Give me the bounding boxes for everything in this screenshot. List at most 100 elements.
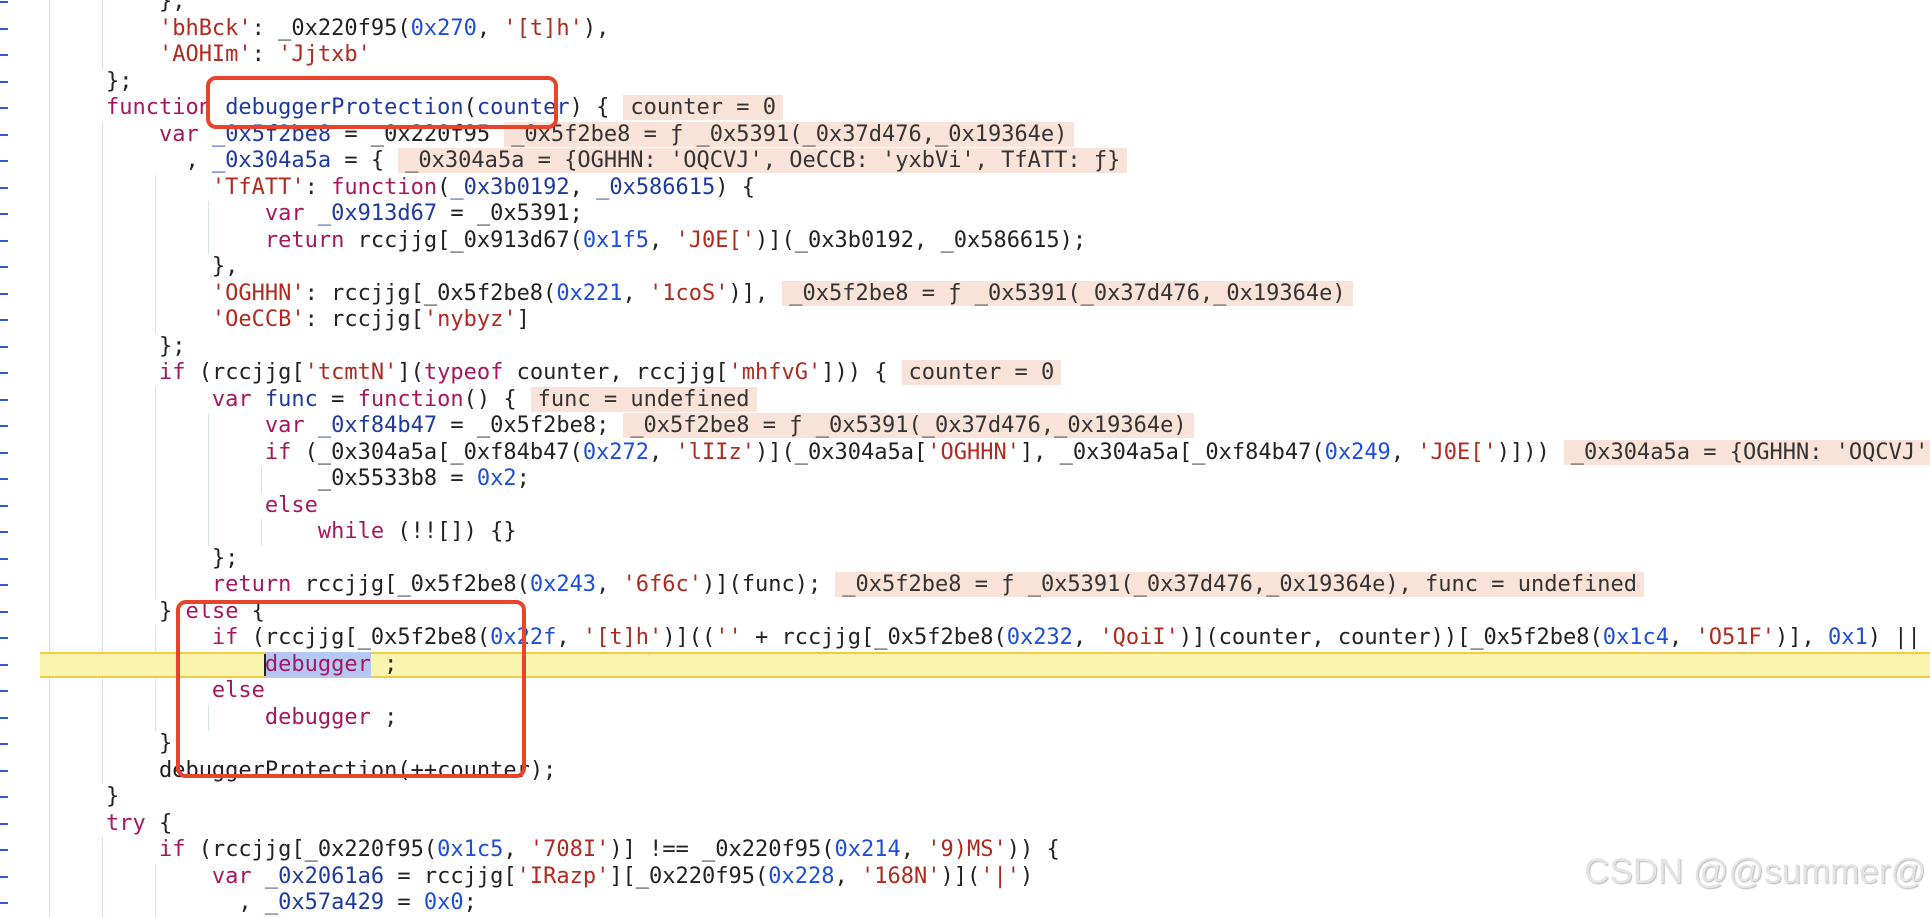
inline-value-preview: counter = 0 — [901, 360, 1062, 385]
breakpoint-gutter-marker[interactable] — [0, 1, 8, 4]
breakpoint-gutter-marker[interactable] — [0, 743, 8, 746]
code-token: 'lIIz' — [675, 439, 756, 465]
code-text: var _0x2061a6 = rccjjg['IRazp'][_0x220f9… — [0, 864, 1033, 889]
breakpoint-gutter-marker[interactable] — [0, 319, 8, 322]
breakpoint-gutter-marker[interactable] — [0, 478, 8, 481]
breakpoint-gutter-marker[interactable] — [0, 54, 8, 57]
breakpoint-gutter-marker[interactable] — [0, 451, 8, 454]
code-line[interactable]: 'TfATT': function(_0x3b0192, _0x586615) … — [0, 175, 1930, 202]
breakpoint-gutter-marker[interactable] — [0, 213, 8, 216]
code-token: { — [238, 598, 265, 624]
breakpoint-gutter-marker[interactable] — [0, 186, 8, 189]
code-token: () { — [463, 386, 517, 412]
breakpoint-gutter-marker[interactable] — [0, 372, 8, 375]
breakpoint-gutter-marker[interactable] — [0, 531, 8, 534]
breakpoint-gutter-marker[interactable] — [0, 849, 8, 852]
code-line[interactable]: 'OeCCB': rccjjg['nybyz'] — [0, 307, 1930, 334]
code-token: ]( — [397, 360, 424, 385]
code-text: 'TfATT': function(_0x3b0192, _0x586615) … — [0, 175, 755, 200]
inline-value-preview: _0x304a5a = {OGHHN: 'OQCVJ' — [1563, 439, 1930, 465]
code-line[interactable]: , _0x304a5a = {_0x304a5a = {OGHHN: 'OQCV… — [0, 148, 1930, 175]
breakpoint-gutter-marker[interactable] — [0, 637, 8, 640]
code-line[interactable]: return rccjjg[_0x5f2be8(0x243, '6f6c')](… — [0, 572, 1930, 599]
code-line[interactable]: }; — [0, 546, 1930, 573]
breakpoint-gutter-marker[interactable] — [0, 345, 8, 348]
breakpoint-gutter-marker[interactable] — [0, 27, 8, 30]
code-line[interactable]: }, — [0, 0, 1930, 16]
breakpoint-gutter-marker[interactable] — [0, 769, 8, 772]
breakpoint-gutter-marker[interactable] — [0, 504, 8, 507]
code-line[interactable]: 'bhBck': _0x220f95(0x270, '[t]h'), — [0, 16, 1930, 43]
code-token: '1coS' — [649, 280, 729, 306]
code-line[interactable]: else — [0, 493, 1930, 520]
code-line[interactable]: }, — [0, 254, 1930, 281]
code-token: )] !== _0x220f95( — [609, 837, 835, 862]
breakpoint-gutter-marker[interactable] — [0, 398, 8, 401]
code-token: , — [622, 280, 650, 306]
code-token: 'J0E[' — [675, 227, 756, 253]
code-line[interactable]: debugger ; — [0, 705, 1930, 732]
breakpoint-gutter-marker[interactable] — [0, 425, 8, 428]
breakpoint-gutter-marker[interactable] — [0, 663, 8, 666]
breakpoint-gutter-marker[interactable] — [0, 266, 8, 269]
code-line[interactable]: if (_0x304a5a[_0xf84b47(0x272, 'lIIz')](… — [0, 439, 1930, 467]
code-token: ) { — [715, 174, 756, 200]
code-line[interactable]: function debuggerProtection(counter) {co… — [0, 95, 1930, 122]
breakpoint-gutter-marker[interactable] — [0, 80, 8, 83]
code-line[interactable]: 'AOHIm': 'Jjtxb' — [0, 42, 1930, 69]
breakpoint-gutter-marker[interactable] — [0, 610, 8, 613]
indent-guide — [102, 121, 103, 784]
code-line[interactable]: }; — [0, 69, 1930, 96]
breakpoint-gutter-marker[interactable] — [0, 716, 8, 719]
code-text: if (_0x304a5a[_0xf84b47(0x272, 'lIIz')](… — [0, 440, 1550, 465]
code-line[interactable]: if (rccjjg[_0x5f2be8(0x22f, '[t]h')]((''… — [0, 625, 1930, 652]
code-line[interactable]: try { — [0, 811, 1930, 838]
breakpoint-gutter-marker[interactable] — [0, 875, 8, 878]
code-line[interactable]: if (rccjjg[_0x220f95(0x1c5, '708I')] !==… — [0, 837, 1930, 864]
code-line[interactable]: return rccjjg[_0x913d67(0x1f5, 'J0E[')](… — [0, 228, 1930, 255]
code-text: else — [0, 678, 265, 703]
code-token: while — [317, 519, 385, 544]
code-line[interactable]: _0x5533b8 = 0x2; — [0, 466, 1930, 493]
code-token: debuggerProtection(++counter); — [158, 757, 557, 783]
code-text: else — [0, 493, 318, 518]
breakpoint-gutter-marker[interactable] — [0, 902, 8, 905]
breakpoint-gutter-marker[interactable] — [0, 796, 8, 799]
code-line[interactable]: var _0x913d67 = _0x5391; — [0, 201, 1930, 228]
code-line-current[interactable]: debugger ; — [0, 651, 1930, 678]
code-line[interactable]: while (!![]) {} — [0, 519, 1930, 546]
code-line[interactable]: var func = function() {func = undefined — [0, 386, 1930, 414]
code-text: } — [0, 784, 119, 809]
code-line[interactable]: }; — [0, 334, 1930, 361]
breakpoint-gutter-marker[interactable] — [0, 160, 8, 163]
code-line[interactable]: } — [0, 784, 1930, 811]
breakpoint-gutter-marker[interactable] — [0, 690, 8, 693]
code-line[interactable]: var _0x2061a6 = rccjjg['IRazp'][_0x220f9… — [0, 864, 1930, 891]
code-token: ( — [437, 174, 451, 200]
code-line[interactable]: var _0xf84b47 = _0x5f2be8;_0x5f2be8 = ƒ … — [0, 413, 1930, 440]
breakpoint-gutter-marker[interactable] — [0, 822, 8, 825]
code-token: function — [357, 386, 464, 412]
code-token — [252, 864, 265, 889]
code-text: } — [0, 731, 172, 756]
code-line[interactable]: if (rccjjg['tcmtN'](typeof counter, rccj… — [0, 360, 1930, 387]
code-token: , — [1669, 625, 1696, 650]
code-line[interactable]: } — [0, 731, 1930, 758]
annotation-box-debugger-statements — [176, 600, 526, 778]
breakpoint-gutter-marker[interactable] — [0, 107, 8, 110]
code-token: )], — [728, 280, 769, 306]
breakpoint-gutter-marker[interactable] — [0, 292, 8, 295]
code-line[interactable]: , _0x57a429 = 0x0; — [0, 890, 1930, 917]
code-token — [305, 201, 318, 226]
breakpoint-gutter-marker[interactable] — [0, 239, 8, 242]
breakpoint-gutter-marker[interactable] — [0, 584, 8, 587]
code-token: return — [211, 572, 292, 597]
code-line[interactable]: 'OGHHN': rccjjg[_0x5f2be8(0x221, '1coS')… — [0, 280, 1930, 308]
breakpoint-gutter-marker[interactable] — [0, 557, 8, 560]
code-token: if — [158, 360, 186, 385]
code-line[interactable]: else — [0, 678, 1930, 705]
code-text: if (rccjjg[_0x5f2be8(0x22f, '[t]h')]((''… — [0, 625, 1921, 650]
code-line[interactable]: debuggerProtection(++counter); — [0, 758, 1930, 785]
breakpoint-gutter-marker[interactable] — [0, 133, 8, 136]
